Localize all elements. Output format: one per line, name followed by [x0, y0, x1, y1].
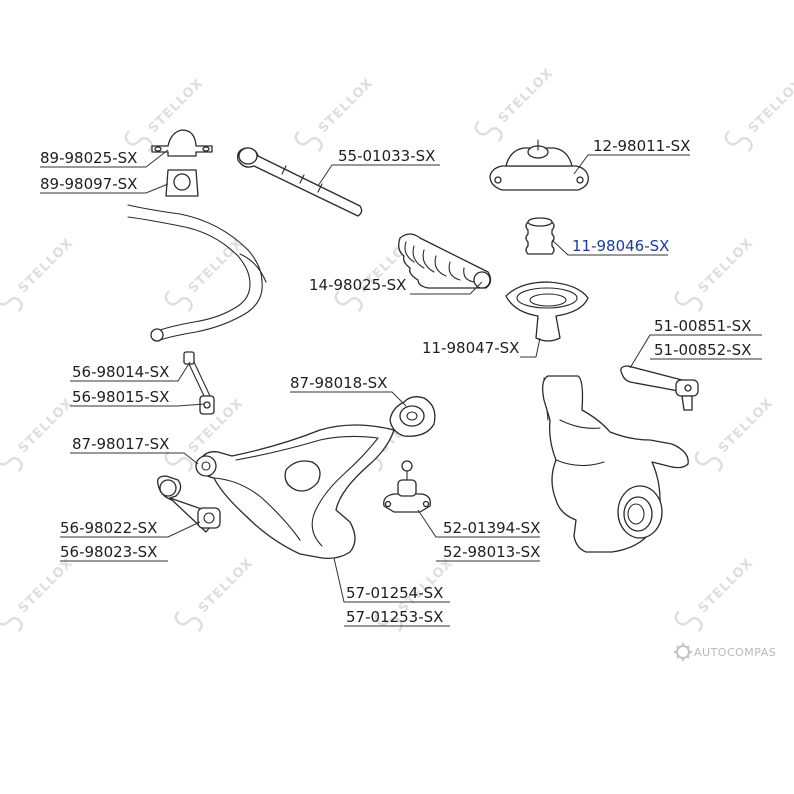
stabilizer-bar-drawing — [127, 204, 267, 342]
part-label[interactable]: 12-98011-SX — [593, 137, 690, 155]
small-link-drawing — [157, 475, 221, 533]
part-label[interactable]: 87-98017-SX — [72, 435, 169, 453]
watermark-text: STELLOX — [16, 396, 77, 457]
watermark-stamp: STELLOX — [0, 556, 77, 633]
watermark-text: STELLOX — [16, 236, 77, 297]
watermark-stamp: STELLOX — [294, 76, 377, 153]
ball-joint-drawing — [383, 460, 431, 513]
watermark-stamp: STELLOX — [474, 66, 557, 143]
part-label[interactable]: 56-98023-SX — [60, 543, 157, 561]
watermark-text: STELLOX — [496, 66, 557, 127]
tie-rod-drawing — [237, 147, 363, 217]
steering-boot-drawing — [398, 233, 492, 289]
watermark-text: STELLOX — [16, 556, 77, 617]
watermark-stamp: STELLOX — [0, 396, 77, 473]
part-label[interactable]: 14-98025-SX — [309, 276, 406, 294]
brand-text: AUTOCOMPAS — [694, 646, 776, 659]
part-label[interactable]: 57-01254-SX — [346, 584, 443, 602]
stabilizer-link-drawing — [183, 351, 215, 415]
watermark-text: STELLOX — [196, 556, 257, 617]
part-label[interactable]: 56-98022-SX — [60, 519, 157, 537]
part-label[interactable]: 57-01253-SX — [346, 608, 443, 626]
watermark-text: STELLOX — [746, 76, 794, 137]
part-label[interactable]: 89-98025-SX — [40, 149, 137, 167]
watermark-stamp: STELLOX — [674, 236, 757, 313]
watermark-text: STELLOX — [316, 76, 377, 137]
part-label[interactable]: 51-00851-SX — [654, 317, 751, 335]
part-label[interactable]: 52-01394-SX — [443, 519, 540, 537]
steering-knuckle-drawing — [542, 375, 689, 553]
watermark-stamp: STELLOX — [164, 236, 247, 313]
part-labels: 89-98025-SX 89-98097-SX 55-01033-SX 12-9… — [40, 137, 751, 626]
part-label[interactable]: 51-00852-SX — [654, 341, 751, 359]
part-label[interactable]: 87-98018-SX — [290, 374, 387, 392]
part-label-highlighted[interactable]: 11-98046-SX — [572, 237, 669, 255]
bump-stop-drawing — [525, 217, 555, 255]
part-label[interactable]: 89-98097-SX — [40, 175, 137, 193]
watermark-stamp: STELLOX — [0, 236, 77, 313]
watermark-text: STELLOX — [696, 556, 757, 617]
watermark-text: STELLOX — [146, 76, 207, 137]
part-label[interactable]: 11-98047-SX — [422, 339, 519, 357]
part-label[interactable]: 52-98013-SX — [443, 543, 540, 561]
part-label[interactable]: 56-98014-SX — [72, 363, 169, 381]
autocompas-logo: AUTOCOMPAS — [674, 643, 776, 661]
tie-rod-end-drawing — [620, 365, 699, 411]
strut-mount-drawing — [489, 139, 589, 191]
leader-lines — [40, 149, 762, 627]
lower-control-arm-drawing — [195, 396, 436, 560]
part-label[interactable]: 55-01033-SX — [338, 147, 435, 165]
watermark-text: STELLOX — [186, 236, 247, 297]
sway-bar-bushing-clamp-drawing — [151, 129, 213, 157]
part-label[interactable]: 56-98015-SX — [72, 388, 169, 406]
watermark-stamp: STELLOX — [174, 556, 257, 633]
sway-bar-bushing-drawing — [165, 169, 199, 197]
watermark-stamp: STELLOX — [694, 396, 777, 473]
watermark-stamp: STELLOX — [674, 556, 757, 633]
watermark-stamp: STELLOX — [124, 76, 207, 153]
watermark-text: STELLOX — [696, 236, 757, 297]
watermark-text: STELLOX — [716, 396, 777, 457]
watermark-stamp: STELLOX — [724, 76, 794, 153]
gear-icon — [674, 643, 692, 661]
spring-seat-drawing — [505, 281, 589, 342]
